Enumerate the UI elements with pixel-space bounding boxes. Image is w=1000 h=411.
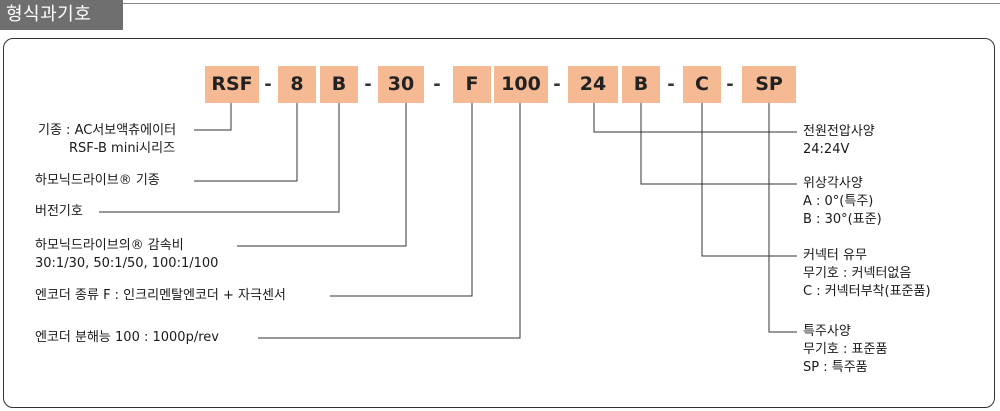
leader-version <box>99 103 340 213</box>
code-box-voltage: 24 <box>568 66 618 103</box>
dash: - <box>264 74 272 95</box>
label-phase-line2: A : 0°(특주) <box>803 194 874 209</box>
label-encoder-type: 엔코더 종류 F : 인크리멘탈엔코더 + 자극센서 <box>35 288 286 303</box>
code-box-phase: B <box>622 66 660 103</box>
leader-encoder-type <box>330 103 473 297</box>
label-version: 버전기호 <box>35 204 83 219</box>
label-special-line2: 무기호 : 표준품 <box>803 342 888 357</box>
label-ratio-line1: 하모닉드라이브의® 감속비 <box>35 238 184 253</box>
label-connector: 커넥터 유무 무기호 : 커넥터없음 C : 커넥터부착(표준품) <box>803 247 931 301</box>
label-model-line1: 기종 : AC서보액츄에이터 <box>38 123 177 138</box>
diagram-frame <box>3 38 995 408</box>
label-voltage: 전원전압사양 24:24V <box>803 123 875 159</box>
section-title: 형식과기호 <box>0 0 123 30</box>
leader-connector <box>701 103 797 257</box>
leader-phase <box>640 103 797 185</box>
label-phase: 위상각사양 A : 0°(특주) B : 30°(표준) <box>803 175 882 229</box>
code-box-version: B <box>320 66 358 103</box>
dash: - <box>553 74 561 95</box>
label-phase-line1: 위상각사양 <box>803 176 863 191</box>
label-model-line2: RSF-B mini시리즈 <box>69 141 176 156</box>
label-special-line1: 특주사양 <box>803 324 851 339</box>
leader-hd-model <box>194 103 298 182</box>
dash: - <box>433 74 441 95</box>
label-voltage-line1: 전원전압사양 <box>803 124 875 139</box>
label-phase-line3: B : 30°(표준) <box>803 212 882 227</box>
label-voltage-line2: 24:24V <box>803 142 850 157</box>
label-ratio: 하모닉드라이브의® 감속비 30:1/30, 50:1/50, 100:1/10… <box>35 237 218 273</box>
leader-encoder-resolution <box>258 103 521 339</box>
label-encoder-resolution: 엔코더 분해능 100 : 1000p/rev <box>35 330 219 345</box>
dash: - <box>726 74 734 95</box>
label-special: 특주사양 무기호 : 표준품 SP : 특주품 <box>803 323 887 377</box>
label-connector-line3: C : 커넥터부착(표준품) <box>803 284 931 299</box>
code-box-special: SP <box>742 66 796 103</box>
code-box-model: RSF <box>205 66 259 103</box>
leader-model <box>194 103 232 131</box>
leader-ratio <box>237 103 407 247</box>
label-hd-model: 하모닉드라이브® 기종 <box>35 173 160 188</box>
code-box-encoder-type: F <box>453 66 491 103</box>
title-divider <box>123 3 1000 4</box>
code-box-hd-model: 8 <box>278 66 316 103</box>
code-box-ratio: 30 <box>378 66 424 103</box>
code-box-encoder-resolution: 100 <box>494 66 548 103</box>
label-special-line3: SP : 특주품 <box>803 360 868 375</box>
dash: - <box>364 74 372 95</box>
label-ratio-line2: 30:1/30, 50:1/50, 100:1/100 <box>35 256 219 271</box>
label-model: 기종 : AC서보액츄에이터 RSF-B mini시리즈 <box>38 122 176 158</box>
label-connector-line1: 커넥터 유무 <box>803 248 867 263</box>
leader-special <box>768 103 797 333</box>
dash: - <box>667 74 675 95</box>
label-connector-line2: 무기호 : 커넥터없음 <box>803 266 912 281</box>
leader-voltage <box>593 103 797 133</box>
code-box-connector: C <box>683 66 721 103</box>
